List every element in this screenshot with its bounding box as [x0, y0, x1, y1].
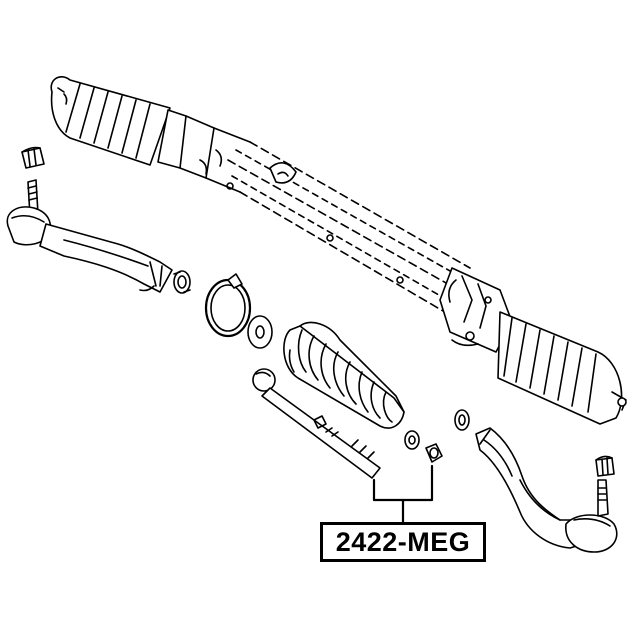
rack-right-bellows [497, 311, 627, 425]
boot-clamp [204, 273, 252, 338]
left-jam-nut [173, 270, 191, 294]
part-number-label: 2422-MEG [320, 522, 486, 562]
rack-left-bellows [50, 76, 171, 166]
steering-rack-assembly [50, 76, 627, 425]
inner-tie-rod [252, 368, 381, 479]
washer [247, 315, 273, 349]
right-tie-rod-end [475, 427, 618, 553]
rack-right-housing [439, 267, 513, 353]
boot-small-clamp [404, 430, 420, 450]
right-castle-nut [595, 455, 615, 477]
left-castle-nut [21, 146, 45, 169]
inner-lock-nut [425, 443, 443, 463]
right-jam-nut [454, 409, 470, 431]
rack-boot [283, 321, 405, 429]
left-tie-rod-end [6, 146, 173, 293]
part-bracket [372, 464, 434, 524]
rack-housing [157, 109, 471, 319]
